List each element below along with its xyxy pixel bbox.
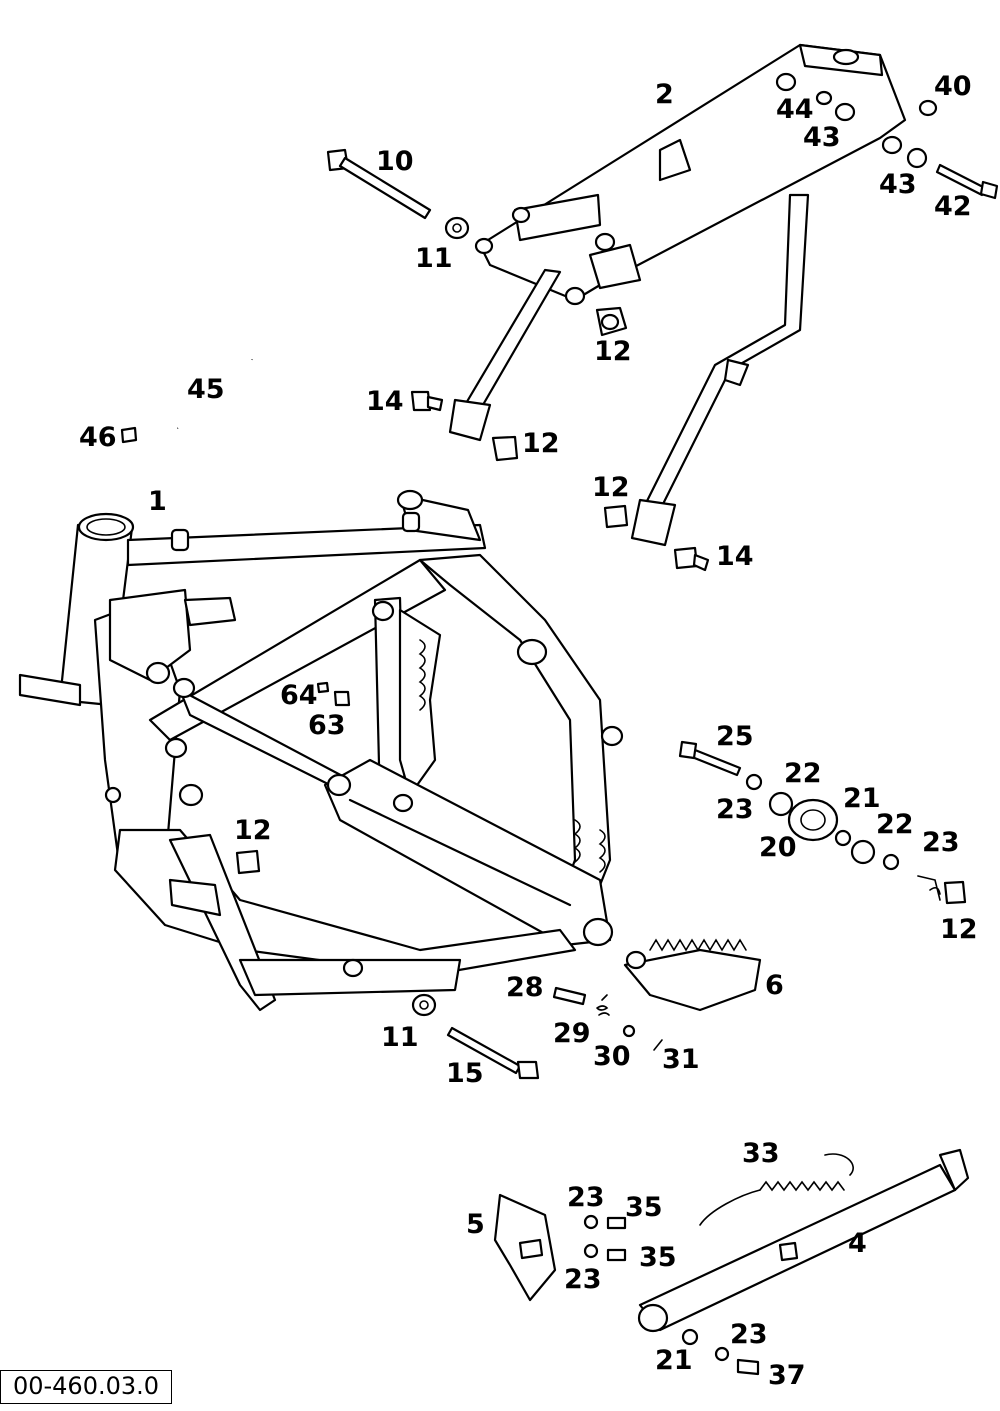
diagram-reference-label: 00-460.03.0: [0, 1370, 172, 1404]
callout-23-stand-upper: 23: [567, 1182, 605, 1213]
callout-22-lower: 22: [876, 809, 914, 840]
callout-23-stand-lower: 23: [564, 1264, 602, 1295]
callout-4: 4: [848, 1228, 867, 1259]
callout-11-upper: 11: [415, 243, 453, 274]
callout-44: 44: [776, 94, 814, 125]
hardware: [120, 90, 999, 1376]
callout-45: 45: [187, 374, 225, 405]
callout-5: 5: [466, 1209, 485, 1240]
callout-22-upper: 22: [784, 758, 822, 789]
callout-2: 2: [655, 79, 674, 110]
sub-frame: [448, 43, 907, 547]
callout-35-lower: 35: [639, 1242, 677, 1273]
callout-12-mid: 12: [522, 428, 560, 459]
callout-10: 10: [376, 146, 414, 177]
callout-14-lower: 14: [716, 541, 754, 572]
callout-12-upper: 12: [594, 336, 632, 367]
callout-12-shock: 12: [940, 914, 978, 945]
callout-35-upper: 35: [625, 1192, 663, 1223]
callout-37: 37: [768, 1360, 806, 1391]
callout-46: 46: [79, 422, 117, 453]
callout-6: 6: [765, 970, 784, 1001]
callout-64: 64: [280, 680, 318, 711]
callout-23-right: 23: [922, 827, 960, 858]
callout-30: 30: [593, 1041, 631, 1072]
callout-43-upper: 43: [803, 122, 841, 153]
callout-12-frame: 12: [234, 815, 272, 846]
callout-29: 29: [553, 1018, 591, 1049]
callout-31: 31: [662, 1044, 700, 1075]
callout-21-lower: 21: [655, 1345, 693, 1376]
callout-21-upper: 21: [843, 783, 881, 814]
callout-11-lower: 11: [381, 1022, 419, 1053]
callout-20: 20: [759, 832, 797, 863]
callout-43-lower: 43: [879, 169, 917, 200]
main-frame: [18, 489, 624, 1012]
callout-1: 1: [148, 486, 167, 517]
callout-labels: 1 2 10 11 12 14 12 45 46 12 14 64 63 12 …: [79, 71, 978, 1391]
callout-23-upper: 23: [716, 794, 754, 825]
callout-33: 33: [742, 1138, 780, 1169]
callout-40: 40: [934, 71, 972, 102]
callout-63: 63: [308, 710, 346, 741]
callout-14-upper: 14: [366, 386, 404, 417]
callout-42: 42: [934, 191, 972, 222]
callout-15: 15: [446, 1058, 484, 1089]
callout-28: 28: [506, 972, 544, 1003]
callout-25: 25: [716, 721, 754, 752]
callout-23-bottom: 23: [730, 1319, 768, 1350]
callout-12-right: 12: [592, 472, 630, 503]
